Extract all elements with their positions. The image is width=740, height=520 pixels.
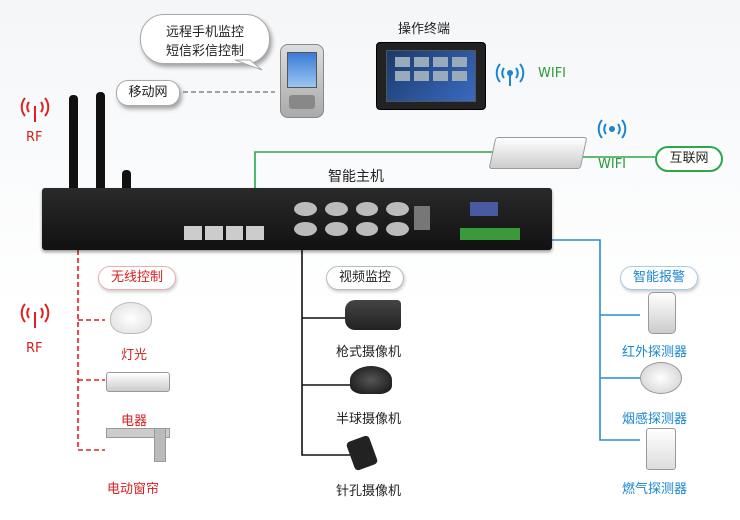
- wifi-router-label: WIFI: [598, 157, 626, 172]
- sms-bubble-line2: 短信彩信控制: [165, 44, 244, 59]
- rf-top-label: RF: [26, 130, 43, 145]
- alarm-link: [520, 239, 640, 441]
- alarm-item-2: 燃气探测器: [622, 482, 688, 497]
- video-item-2: 针孔摄像机: [336, 484, 402, 499]
- alarm-item-0: 红外探测器: [622, 345, 688, 360]
- wireless-item-2: 电动窗帘: [107, 482, 160, 497]
- lan-ports: [184, 226, 264, 240]
- terminal-label: 操作终端: [398, 22, 451, 37]
- curtain-motor-image: [106, 428, 170, 438]
- antenna: [69, 95, 78, 235]
- host-label: 智能主机: [328, 169, 384, 185]
- gas-detector-image: [646, 428, 676, 470]
- sms-bubble: 远程手机监控 短信彩信控制: [140, 14, 270, 64]
- mobile-network-label: 移动网: [128, 85, 168, 100]
- alarm-title: 智能报警: [620, 266, 698, 290]
- wireless-title: 无线控制: [98, 266, 176, 290]
- sms-bubble-line1: 远程手机监控: [165, 25, 244, 40]
- terminal-block: [460, 228, 520, 240]
- touch-terminal-image: [376, 42, 486, 110]
- wireless-title-label: 无线控制: [110, 270, 163, 285]
- dome-camera-image: [350, 366, 392, 394]
- internet-label: 互联网: [669, 151, 709, 166]
- wireless-item-0: 灯光: [121, 348, 148, 363]
- alarm-title-label: 智能报警: [632, 270, 685, 285]
- bullet-camera-image: [345, 300, 401, 330]
- internet-pill: 互联网: [655, 146, 723, 172]
- video-item-0: 枪式摄像机: [336, 345, 402, 360]
- host-device: [42, 188, 552, 250]
- antenna: [96, 92, 105, 235]
- smartphone-image: [280, 44, 324, 118]
- smoke-detector-image: [640, 362, 682, 394]
- bulb-image: [110, 302, 152, 334]
- video-title: 视频监控: [326, 266, 404, 290]
- wifi-top-label: WIFI: [538, 66, 566, 81]
- alarm-item-1: 烟感探测器: [622, 412, 688, 427]
- mobile-network-pill: 移动网: [116, 80, 180, 106]
- video-title-label: 视频监控: [338, 270, 391, 285]
- infrared-detector-image: [648, 292, 676, 334]
- video-item-1: 半球摄像机: [336, 412, 402, 427]
- wireless-link: [77, 250, 105, 451]
- serial-port: [470, 202, 498, 216]
- air-conditioner-image: [106, 372, 170, 392]
- rf-bottom-label: RF: [26, 341, 43, 356]
- vga-port: [414, 206, 430, 230]
- bnc-connectors: [294, 202, 409, 236]
- wireless-item-1: 电器: [121, 414, 148, 429]
